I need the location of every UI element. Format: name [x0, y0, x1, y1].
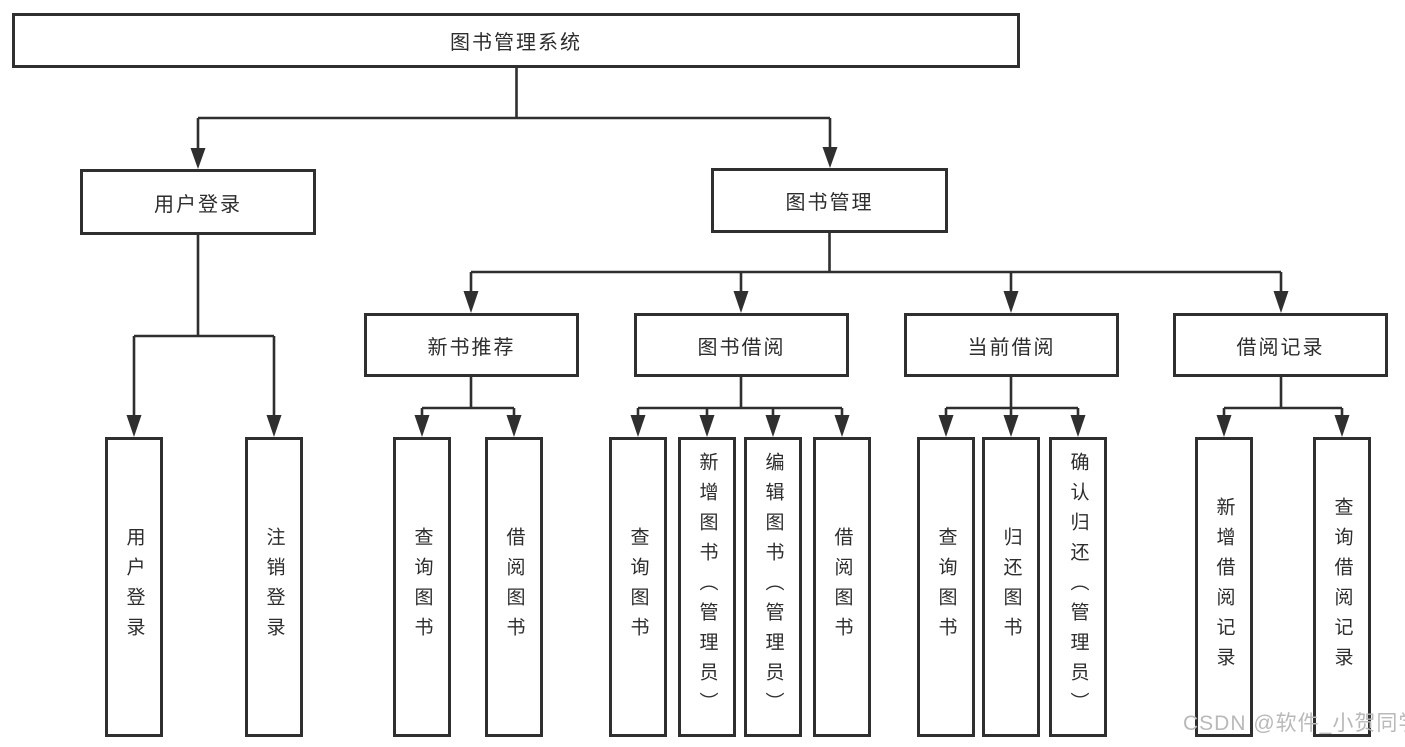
leaf-label: 新增图书（管理员）: [696, 452, 718, 722]
node-label: 用户登录: [154, 193, 242, 216]
leaf-query-books: 查询图书: [609, 437, 667, 737]
leaf-query-books: 查询图书: [393, 437, 451, 737]
node-book-management: 图书管理: [711, 168, 948, 233]
node-label: 当前借阅: [967, 336, 1056, 359]
leaf-confirm-return-admin: 确认归还（管理员）: [1049, 437, 1107, 737]
leaf-label: 用户登录: [123, 527, 145, 647]
leaf-label: 借阅图书: [503, 527, 525, 647]
node-library-management-system: 图书管理系统: [12, 13, 1020, 68]
node-label: 图书借阅: [697, 336, 786, 359]
leaf-label: 注销登录: [263, 527, 285, 647]
leaf-user-login: 用户登录: [105, 437, 163, 737]
node-label: 图书管理系统: [450, 32, 582, 54]
leaf-logout: 注销登录: [245, 437, 303, 737]
leaf-add-borrow-record: 新增借阅记录: [1195, 437, 1253, 737]
leaf-borrow-books: 借阅图书: [485, 437, 543, 737]
leaf-label: 借阅图书: [831, 527, 853, 647]
node-borrow-records: 借阅记录: [1173, 313, 1388, 377]
leaf-add-books-admin: 新增图书（管理员）: [678, 437, 736, 737]
leaf-borrow-books: 借阅图书: [813, 437, 871, 737]
leaf-query-borrow-record: 查询借阅记录: [1313, 437, 1371, 737]
node-current-borrow: 当前借阅: [904, 313, 1119, 377]
leaf-return-books: 归还图书: [982, 437, 1040, 737]
leaf-label: 新增借阅记录: [1213, 497, 1235, 677]
leaf-label: 查询图书: [411, 527, 433, 647]
leaf-label: 归还图书: [1000, 527, 1022, 647]
leaf-query-books: 查询图书: [917, 437, 975, 737]
node-label: 借阅记录: [1236, 336, 1325, 359]
leaf-label: 查询图书: [935, 527, 957, 647]
leaf-edit-books-admin: 编辑图书（管理员）: [744, 437, 802, 737]
leaf-label: 确认归还（管理员）: [1067, 452, 1089, 722]
node-user-login: 用户登录: [80, 169, 316, 235]
node-book-borrow: 图书借阅: [634, 313, 849, 377]
leaf-label: 编辑图书（管理员）: [762, 452, 784, 722]
watermark: CSDN @软件_小贺同学: [1183, 712, 1405, 735]
node-label: 图书管理: [785, 192, 874, 214]
node-new-book-recommend: 新书推荐: [364, 313, 579, 377]
leaf-label: 查询借阅记录: [1331, 497, 1353, 677]
leaf-label: 查询图书: [627, 527, 649, 647]
node-label: 新书推荐: [427, 336, 516, 359]
